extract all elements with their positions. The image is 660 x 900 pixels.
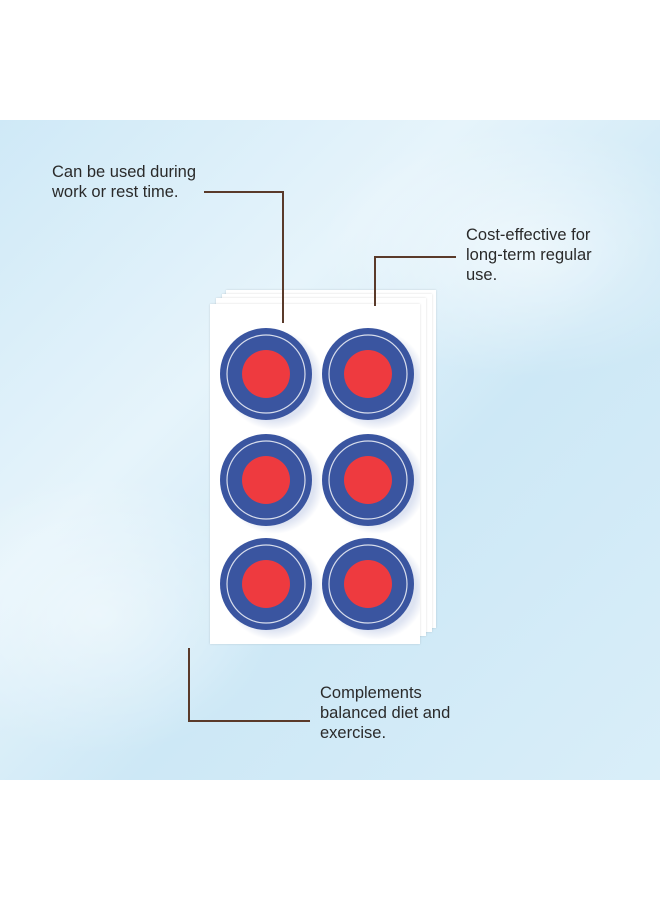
patch-sheet — [210, 304, 420, 644]
patch-2-2 — [322, 434, 420, 534]
callout-diet-line-2: balanced diet and — [320, 704, 451, 722]
callout-cost-connector-v — [374, 256, 376, 306]
callout-diet: Complements balanced diet and exercise. — [320, 683, 450, 743]
callout-cost-line-2: long-term regular — [466, 246, 592, 264]
patch-grid — [220, 328, 420, 640]
callout-usage-line-2: work or rest time. — [52, 183, 179, 201]
callout-diet-line-1: Complements — [320, 684, 422, 702]
callout-usage-connector-h — [204, 191, 284, 193]
callout-diet-connector-h — [188, 720, 310, 722]
patch-1-2 — [322, 328, 420, 430]
callout-cost-line-3: use. — [466, 266, 498, 284]
callout-cost-line-1: Cost-effective for — [466, 226, 591, 244]
callout-diet-line-3: exercise. — [320, 724, 387, 742]
callout-usage-line-1: Can be used during — [52, 163, 197, 181]
patch-3-2 — [322, 538, 420, 640]
callout-cost-connector-h — [374, 256, 456, 258]
patch-1-1 — [220, 328, 324, 430]
callout-usage: Can be used during work or rest time. — [52, 162, 196, 202]
callout-diet-connector-v — [188, 648, 190, 722]
callout-usage-connector-v — [282, 191, 284, 323]
patch-3-1 — [220, 538, 324, 640]
patch-2-1 — [220, 434, 324, 534]
product-background: Can be used during work or rest time. Co… — [0, 120, 660, 780]
callout-cost: Cost-effective for long-term regular use… — [466, 225, 592, 285]
